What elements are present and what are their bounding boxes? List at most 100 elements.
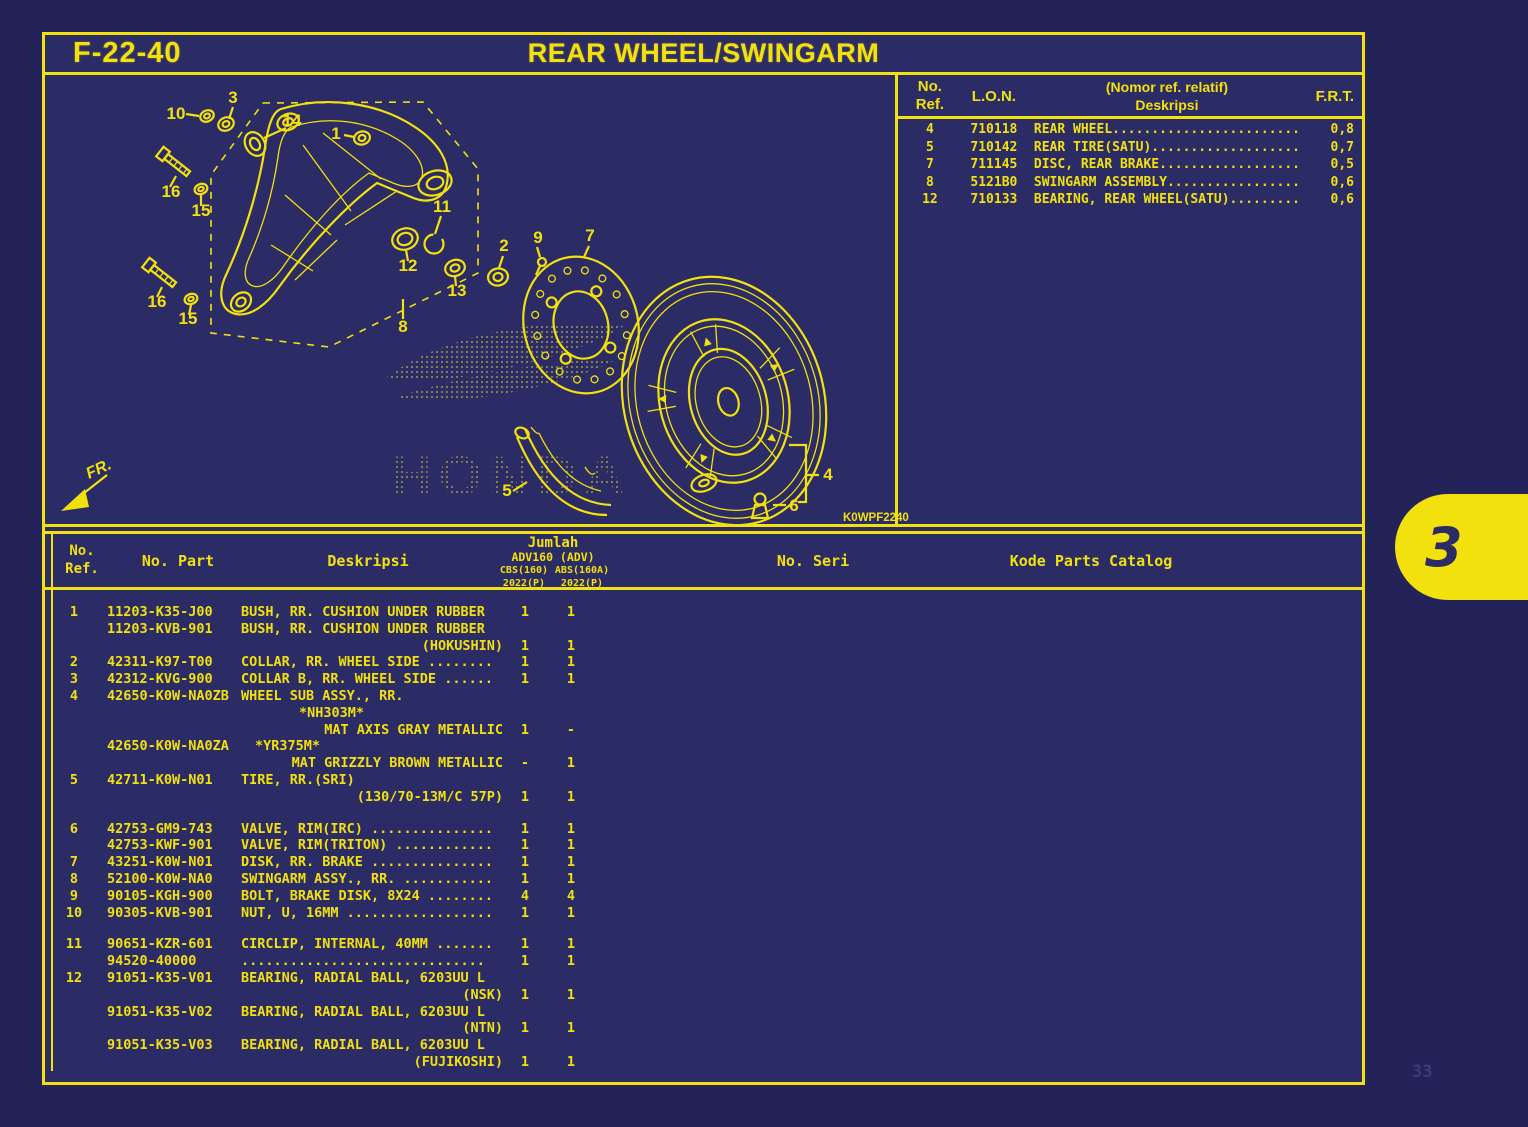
table-row: MAT GRIZZLY BROWN METALLIC - 1 xyxy=(45,755,1362,772)
part-ref-no xyxy=(51,1037,97,1054)
part-number xyxy=(107,1054,237,1071)
part-ref-no xyxy=(51,1054,97,1071)
qty-abs: 1 xyxy=(566,1053,576,1070)
table-row: (FUJIKOSHI) 1 1 xyxy=(45,1054,1362,1071)
diagram-callout-13: 13 xyxy=(448,281,467,300)
qty-cbs: 1 xyxy=(520,654,530,671)
diagram-callout-16: 16 xyxy=(162,182,181,201)
part-description: MAT GRIZZLY BROWN METALLIC xyxy=(291,755,503,772)
qty-cbs: 1 xyxy=(520,671,530,688)
part-ref-no xyxy=(51,789,97,806)
qty-cbs xyxy=(503,1037,547,1054)
part-description: (HOKUSHIN) xyxy=(421,637,503,654)
parts-number-header: No. Part xyxy=(141,552,215,570)
qty-cbs: 1 xyxy=(520,837,530,854)
ref-no: 5 xyxy=(925,139,934,155)
parts-list-header: No. Ref. No. Part Deskripsi Jumlah ADV16… xyxy=(45,534,1362,590)
frt-value: 0,5 xyxy=(1330,157,1354,172)
section-code: F-22-40 xyxy=(73,37,182,69)
qty-abs: 1 xyxy=(566,870,576,887)
table-row: *NH303M* xyxy=(45,705,1362,722)
part-description: BUSH, RR. CUSHION UNDER RUBBER xyxy=(241,604,485,620)
qty-cbs: 1 xyxy=(520,953,530,970)
bolt-9 xyxy=(534,256,548,276)
washer-15-lower xyxy=(183,292,199,306)
tire-section-5 xyxy=(514,426,612,517)
qty-abs: 1 xyxy=(566,1020,576,1037)
qty-cbs: - xyxy=(520,755,530,772)
part-ref-no xyxy=(51,953,97,970)
swingarm-assembly xyxy=(220,101,453,316)
frt-col-header: F.R.T. xyxy=(1315,87,1354,105)
section-tab-3[interactable]: 3 xyxy=(1395,494,1528,600)
table-row: (NTN) 1 1 xyxy=(45,1020,1362,1037)
bearing-12 xyxy=(391,227,419,251)
qty-cbs: 1 xyxy=(520,870,530,887)
brake-disc-7 xyxy=(522,255,640,395)
part-ref-no xyxy=(51,987,97,1004)
diagram-callout-3: 3 xyxy=(228,88,237,107)
table-row: MAT AXIS GRAY METALLIC 1 - xyxy=(45,722,1362,739)
diagram-artwork: FR. K0WPF2240 xyxy=(61,101,909,527)
part-ref-no: 4 xyxy=(69,687,79,704)
qty-cbs xyxy=(503,688,547,705)
inner-rule xyxy=(51,534,53,1071)
part-ref-no xyxy=(51,638,97,655)
lon-value: 710142 xyxy=(970,139,1018,155)
table-row: 94520-40000 ............................… xyxy=(45,953,1362,970)
qty-cbs xyxy=(503,738,547,755)
ref-description: BEARING, REAR WHEEL(SATU)......... xyxy=(1033,192,1300,207)
diagram-callout-2: 2 xyxy=(499,236,508,255)
page-number: 33 xyxy=(1412,1062,1433,1082)
fr-direction-arrow: FR. xyxy=(61,456,114,511)
qty-abs xyxy=(547,772,595,789)
exploded-diagram: HONDA xyxy=(45,75,909,527)
lon-value: 711145 xyxy=(970,157,1018,172)
leader-lines xyxy=(156,106,819,507)
diagram-callout-11: 11 xyxy=(433,197,451,216)
part-description: VALVE, RIM(IRC) ............... xyxy=(241,820,493,837)
part-number: 42650-K0W-NA0ZA xyxy=(107,738,229,755)
ref-no: 8 xyxy=(925,174,934,190)
ref-no: 4 xyxy=(925,122,934,137)
part-ref-no xyxy=(51,1004,97,1021)
table-row: 91051-K35-V03 BEARING, RADIAL BALL, 6203… xyxy=(45,1037,1362,1054)
qty-cbs: 1 xyxy=(520,721,530,738)
part-ref-no xyxy=(51,755,97,772)
qty-abs xyxy=(547,970,595,987)
part-number: 42753-GM9-743 xyxy=(107,820,213,837)
frt-value: 0,8 xyxy=(1330,122,1354,137)
part-number: 42312-KVG-900 xyxy=(107,671,213,688)
jumlah-header: Jumlah ADV160 (ADV) CBS(160) ABS(160A) 2… xyxy=(499,535,610,590)
part-number: 94520-40000 xyxy=(107,953,197,970)
diagram-callout-4: 4 xyxy=(823,465,833,484)
part-description: SWINGARM ASSY., RR. ........... xyxy=(241,870,493,887)
catalog-frame: F-22-40 REAR WHEEL/SWINGARM HONDA xyxy=(42,32,1365,1085)
part-ref-no xyxy=(51,1020,97,1037)
qty-abs: 1 xyxy=(566,854,576,871)
part-description: BUSH, RR. CUSHION UNDER RUBBER xyxy=(241,620,485,637)
bolt-16-lower xyxy=(140,256,178,289)
table-row: 42650-K0W-NA0ZA *YR375M* xyxy=(45,738,1362,755)
ref-table-body: 4 710118 REAR WHEEL.....................… xyxy=(898,119,1362,209)
part-ref-no: 10 xyxy=(65,904,83,921)
table-row: 12 91051-K35-V01 BEARING, RADIAL BALL, 6… xyxy=(45,970,1362,987)
part-number: 11203-K35-J00 xyxy=(107,604,213,620)
part-number xyxy=(107,755,237,772)
diagram-callout-15: 15 xyxy=(192,201,211,220)
part-number: 91051-K35-V01 xyxy=(107,969,213,986)
qty-abs: 1 xyxy=(566,671,576,688)
rear-wheel-4 xyxy=(620,275,828,527)
qty-abs: 1 xyxy=(566,986,576,1003)
frt-value: 0,7 xyxy=(1330,139,1354,155)
part-ref-no: 11 xyxy=(65,936,83,953)
part-number: 42311-K97-T00 xyxy=(107,654,213,671)
part-ref-no: 8 xyxy=(69,870,79,887)
qty-abs xyxy=(547,688,595,705)
table-row: 11203-KVB-901 BUSH, RR. CUSHION UNDER RU… xyxy=(45,621,1362,638)
table-row: 9 90105-KGH-900 BOLT, BRAKE DISK, 8X24 .… xyxy=(45,888,1362,905)
ref-description: REAR TIRE(SATU)................... xyxy=(1033,139,1300,155)
qty-cbs: 1 xyxy=(520,854,530,871)
part-description: VALVE, RIM(TRITON) ............ xyxy=(241,837,493,854)
diagram-callout-12: 12 xyxy=(399,256,418,275)
